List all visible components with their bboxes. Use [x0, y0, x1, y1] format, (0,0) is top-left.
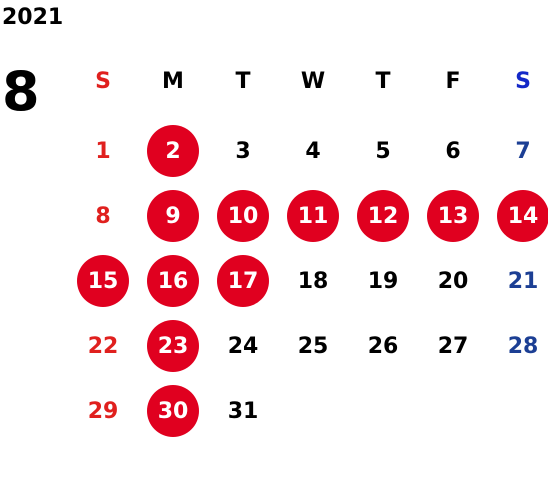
date-cell[interactable]: 18	[297, 268, 329, 294]
date-cell[interactable]: 28	[507, 333, 539, 359]
date-cell[interactable]: 5	[375, 138, 391, 164]
date-cell[interactable]: 26	[367, 333, 399, 359]
date-cell[interactable]: 24	[227, 333, 259, 359]
highlighted-date[interactable]: 9	[147, 190, 199, 242]
date-cell[interactable]: 21	[507, 268, 539, 294]
date-cell[interactable]: 20	[437, 268, 469, 294]
month-label: 8	[2, 60, 40, 123]
highlighted-date[interactable]: 23	[147, 320, 199, 372]
weekday-header: M	[162, 68, 184, 94]
date-cell[interactable]: 8	[95, 203, 111, 229]
date-cell[interactable]: 25	[297, 333, 329, 359]
date-cell[interactable]: 1	[95, 138, 111, 164]
date-cell[interactable]: 7	[515, 138, 531, 164]
highlighted-date[interactable]: 13	[427, 190, 479, 242]
weekday-header: S	[95, 68, 111, 94]
highlighted-date[interactable]: 2	[147, 125, 199, 177]
weekday-header: S	[515, 68, 531, 94]
date-cell[interactable]: 19	[367, 268, 399, 294]
date-cell[interactable]: 22	[87, 333, 119, 359]
highlighted-date[interactable]: 15	[77, 255, 129, 307]
weekday-header: W	[300, 68, 326, 94]
date-cell[interactable]: 6	[445, 138, 461, 164]
date-cell[interactable]: 3	[235, 138, 251, 164]
weekday-header: T	[235, 68, 251, 94]
weekday-header: T	[375, 68, 391, 94]
date-cell[interactable]: 27	[437, 333, 469, 359]
highlighted-date[interactable]: 12	[357, 190, 409, 242]
date-cell[interactable]: 4	[305, 138, 321, 164]
weekday-header: F	[445, 68, 461, 94]
highlighted-date[interactable]: 30	[147, 385, 199, 437]
highlighted-date[interactable]: 17	[217, 255, 269, 307]
highlighted-date[interactable]: 16	[147, 255, 199, 307]
highlighted-date[interactable]: 10	[217, 190, 269, 242]
year-label: 2021	[2, 5, 64, 30]
date-cell[interactable]: 31	[227, 398, 259, 424]
highlighted-date[interactable]: 14	[497, 190, 548, 242]
highlighted-date[interactable]: 11	[287, 190, 339, 242]
date-cell[interactable]: 29	[87, 398, 119, 424]
